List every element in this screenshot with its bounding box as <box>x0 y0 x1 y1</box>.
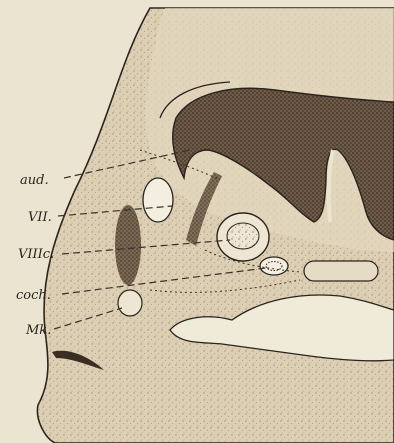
viiic-vesicle-inner <box>227 223 259 249</box>
capsule-oval <box>304 261 378 281</box>
label-viiic: VIIIc. <box>18 247 54 262</box>
label-aud: aud. <box>20 173 49 188</box>
cochlea-ring <box>260 257 288 275</box>
label-vii: VII. <box>28 210 52 225</box>
mk-circle <box>118 290 142 316</box>
label-mk: Mk. <box>25 323 51 338</box>
auditory-vesicle <box>143 178 173 222</box>
ganglion-mass <box>115 205 141 285</box>
label-coch: coch. <box>16 288 51 303</box>
